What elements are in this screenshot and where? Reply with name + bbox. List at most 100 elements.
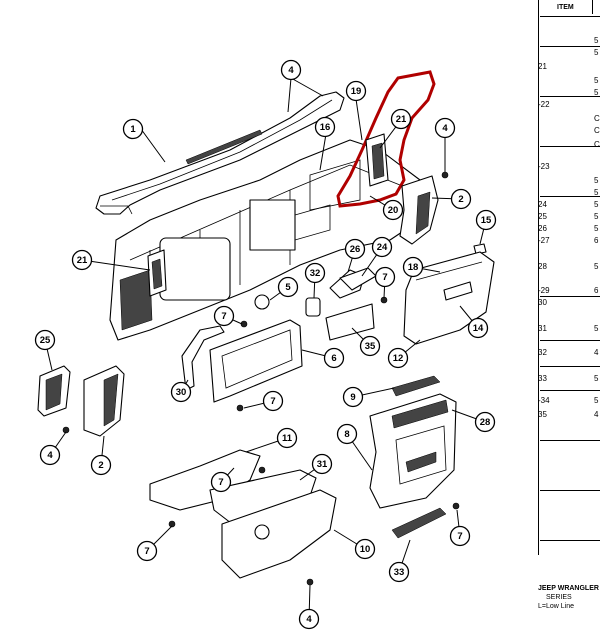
- table-part-prefix: 5: [594, 224, 599, 233]
- svg-text:35: 35: [365, 341, 376, 352]
- table-part-prefix: 5: [594, 88, 599, 97]
- svg-text:19: 19: [351, 86, 362, 97]
- svg-text:4: 4: [288, 65, 294, 76]
- callout-6: 6: [323, 347, 345, 369]
- footer-title: JEEP WRANGLER: [538, 585, 599, 592]
- part-25-vent: [37, 365, 71, 417]
- table-part-prefix: 5: [594, 212, 599, 221]
- table-item-number: 21: [538, 62, 547, 71]
- callout-16: 16: [314, 116, 336, 138]
- table-divider: [540, 96, 600, 97]
- table-item-number: 26: [538, 224, 547, 233]
- svg-text:5: 5: [285, 282, 291, 293]
- svg-text:7: 7: [457, 531, 462, 542]
- svg-text:6: 6: [331, 353, 336, 364]
- table-part-prefix: 5: [594, 176, 599, 185]
- table-item-number: 28: [538, 262, 547, 271]
- part-2-end-cap-left: [83, 365, 125, 437]
- parts-diagram: 1419211642201521262418325771435122530679…: [34, 59, 497, 630]
- callout-4: 4: [434, 117, 456, 139]
- table-divider: [540, 340, 600, 341]
- svg-text:7: 7: [382, 272, 387, 283]
- footer-series: SERIES: [546, 594, 572, 601]
- svg-text:4: 4: [306, 614, 312, 625]
- svg-text:32: 32: [310, 268, 321, 279]
- table-part-prefix: 5: [594, 188, 599, 197]
- part-11-bracket: [149, 449, 261, 511]
- table-item-number: -23: [538, 162, 550, 171]
- table-part-prefix: 6: [594, 286, 599, 295]
- callout-11: 11: [276, 427, 298, 449]
- svg-text:31: 31: [317, 459, 328, 470]
- table-item-number: 33: [538, 374, 547, 383]
- callout-30: 30: [170, 381, 192, 403]
- part-2-end-cap-right: [399, 175, 439, 245]
- table-part-prefix: C: [594, 140, 600, 149]
- callout-24: 24: [371, 236, 393, 258]
- callout-9: 9: [342, 386, 364, 408]
- table-item-number: 30: [538, 298, 547, 307]
- table-item-number: 31: [538, 324, 547, 333]
- svg-text:16: 16: [320, 122, 331, 133]
- callout-7: 7: [213, 305, 235, 327]
- callout-7: 7: [374, 266, 396, 288]
- callout-7: 7: [262, 390, 284, 412]
- svg-text:2: 2: [458, 194, 463, 205]
- table-part-prefix: 5: [594, 36, 599, 45]
- table-item-number: 35: [538, 410, 547, 419]
- callout-10: 10: [354, 538, 376, 560]
- table-part-prefix: 6: [594, 236, 599, 245]
- part-10-lower-panel: [221, 489, 337, 579]
- callout-28: 28: [474, 411, 496, 433]
- svg-text:25: 25: [40, 335, 51, 346]
- svg-text:30: 30: [176, 387, 187, 398]
- part-8-center-bezel: [369, 393, 457, 509]
- table-divider: [540, 390, 600, 391]
- svg-text:1: 1: [130, 124, 136, 135]
- table-part-prefix: C: [594, 114, 600, 123]
- svg-text:28: 28: [480, 417, 491, 428]
- svg-text:18: 18: [408, 262, 419, 273]
- callout-32: 32: [304, 262, 326, 284]
- table-part-prefix: 5: [594, 200, 599, 209]
- part-35-bezel: [325, 303, 375, 341]
- callout-14: 14: [467, 317, 489, 339]
- callout-4: 4: [39, 444, 61, 466]
- svg-text:26: 26: [350, 244, 361, 255]
- callout-5: 5: [277, 276, 299, 298]
- table-divider: [540, 196, 600, 197]
- table-item-number: 24: [538, 200, 547, 209]
- part-1-cowl-panel: [95, 91, 345, 215]
- svg-text:15: 15: [481, 215, 492, 226]
- table-header-item: ITEM: [557, 4, 574, 11]
- table-divider: [540, 440, 600, 441]
- svg-text:7: 7: [221, 311, 226, 322]
- callout-31: 31: [311, 453, 333, 475]
- table-part-prefix: 5: [594, 262, 599, 271]
- svg-text:33: 33: [394, 567, 405, 578]
- table-item-number: -27: [538, 236, 550, 245]
- callout-2: 2: [90, 454, 112, 476]
- callout-19: 19: [345, 80, 367, 102]
- svg-text:21: 21: [77, 255, 88, 266]
- footer-line: L=Low Line: [538, 603, 575, 610]
- table-item-number: -29: [538, 286, 550, 295]
- callout-7: 7: [136, 540, 158, 562]
- callout-18: 18: [402, 256, 424, 278]
- table-divider: [540, 146, 600, 147]
- part-9-vent-grille: [391, 375, 441, 397]
- table-part-prefix: 5: [594, 374, 599, 383]
- table-part-prefix: 5: [594, 76, 599, 85]
- table-divider: [540, 540, 600, 541]
- table-part-prefix: 5: [594, 396, 599, 405]
- callout-21: 21: [71, 249, 93, 271]
- callout-8: 8: [336, 423, 358, 445]
- table-divider: [540, 296, 600, 297]
- callout-15: 15: [475, 209, 497, 231]
- svg-text:24: 24: [377, 242, 388, 253]
- callout-4: 4: [298, 608, 320, 630]
- callout-2: 2: [450, 188, 472, 210]
- part-21-vent-right: [365, 133, 389, 187]
- callout-12: 12: [387, 347, 409, 369]
